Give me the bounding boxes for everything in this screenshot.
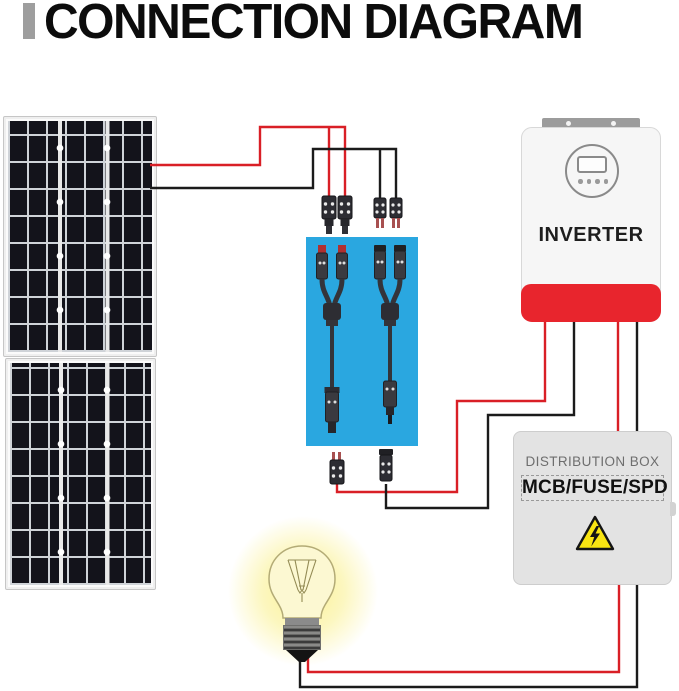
distribution-box-title: DISTRIBUTION BOX — [525, 454, 660, 469]
bulb-filament — [287, 559, 317, 602]
wire-panel-negative — [150, 147, 398, 198]
high-voltage-warning-icon — [575, 515, 615, 551]
busbar-diamonds — [55, 121, 64, 352]
mc4-connector-red-2 — [337, 195, 353, 234]
mc4-connector-black-1 — [373, 197, 387, 228]
mc4-connector-red-1 — [321, 195, 337, 234]
bulb-screw-base — [283, 618, 321, 662]
mc4-connector-black-2 — [389, 197, 403, 228]
y-branch-kit-panel — [306, 237, 418, 446]
busbar-diamonds — [56, 363, 65, 585]
busbar-diamonds — [103, 363, 112, 585]
distribution-box: DISTRIBUTION BOX MCB/FUSE/SPD — [513, 431, 676, 585]
inverter-label: INVERTER — [538, 224, 644, 246]
distribution-box-subtitle: MCB/FUSE/SPD — [522, 477, 668, 498]
bracket-hole — [566, 121, 571, 126]
inverter-display — [577, 156, 607, 173]
bulb-glass — [268, 545, 336, 619]
inverter-mounting-bracket — [542, 118, 640, 129]
solar-panel-2 — [5, 358, 156, 590]
inverter: INVERTER — [521, 127, 661, 322]
inverter-control-panel — [565, 144, 619, 198]
inverter-button — [586, 179, 591, 184]
solar-cells — [8, 121, 152, 352]
bracket-hole — [611, 121, 616, 126]
title-accent-bar — [23, 3, 35, 39]
y-branch-connectors-illustration — [316, 245, 406, 433]
y-branch-connector-left — [316, 245, 348, 433]
mc4-connector-output-red — [329, 452, 345, 485]
wire-load-positive — [306, 578, 621, 674]
inverter-button — [603, 179, 608, 184]
wire-load-negative — [298, 578, 639, 689]
distribution-box-hinge — [670, 502, 676, 516]
y-branch-connector-right — [374, 245, 406, 424]
inverter-button — [595, 179, 600, 184]
busbar-diamonds — [103, 121, 112, 352]
wire-inverter-pv-positive — [335, 310, 547, 494]
page-title: CONNECTION DIAGRAM — [44, 0, 584, 50]
distribution-box-subtitle-frame: MCB/FUSE/SPD — [521, 475, 668, 501]
solar-panel-1 — [3, 116, 157, 357]
wire-panel-positive — [150, 125, 347, 196]
wire-inverter-pv-negative — [384, 310, 576, 510]
inverter-red-base — [521, 284, 661, 322]
inverter-buttons — [578, 179, 608, 184]
mc4-connector-output-black — [379, 449, 393, 482]
solar-cells — [10, 363, 151, 585]
inverter-button — [578, 179, 583, 184]
light-bulb — [268, 545, 336, 662]
